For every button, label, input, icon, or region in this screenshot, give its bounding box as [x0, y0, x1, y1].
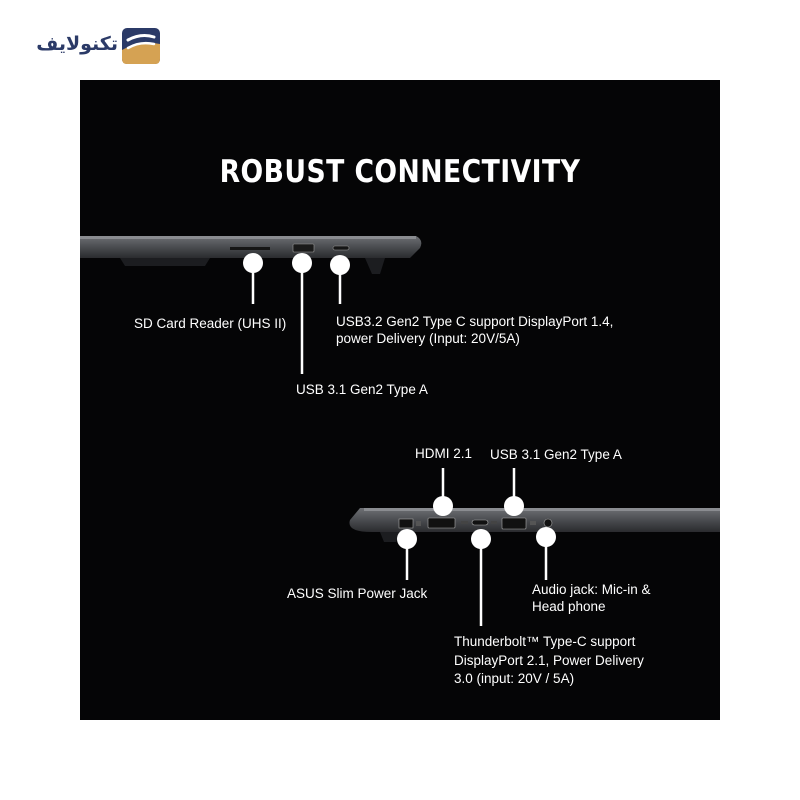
- label-power-jack: ASUS Slim Power Jack: [287, 586, 428, 601]
- label-thunderbolt-line1: Thunderbolt™ Type-C support: [454, 634, 636, 649]
- technolife-logo-mark-icon: [122, 28, 160, 64]
- label-sd-card-reader: SD Card Reader (UHS II): [134, 316, 287, 331]
- label-usb-c-left-line1: USB3.2 Gen2 Type C support DisplayPort 1…: [336, 314, 614, 329]
- usb-a-port-left-icon: [292, 243, 315, 253]
- sd-card-slot-icon: [230, 247, 270, 250]
- callout-dot-usb-a-left: [292, 253, 312, 273]
- callout-dot-hdmi: [433, 496, 453, 516]
- power-jack-icon: [398, 518, 414, 529]
- technolife-logo[interactable]: تکنولایف: [30, 26, 162, 68]
- callout-dot-power-jack: [397, 529, 417, 549]
- usb-c-port-left-icon: [332, 245, 350, 251]
- label-audio-jack-line2: Head phone: [532, 599, 606, 614]
- label-usb-c-left-line2: power Delivery (Input: 20V/5A): [336, 331, 520, 346]
- label-audio-jack: Audio jack: Mic-in & Head phone: [532, 581, 651, 615]
- callout-dot-audio-jack: [536, 527, 556, 547]
- label-thunderbolt-line3: 3.0 (input: 20V / 5A): [454, 671, 575, 686]
- laptop-illustration: [80, 236, 720, 626]
- label-usb-c-left: USB3.2 Gen2 Type C support DisplayPort 1…: [336, 313, 613, 347]
- label-thunderbolt-line2: DisplayPort 2.1, Power Delivery: [454, 652, 644, 668]
- connectivity-panel: ROBUST CONNECTIVITY SD Card Reader (UHS …: [80, 80, 720, 720]
- callout-dot-sd: [243, 253, 263, 273]
- label-audio-jack-line1: Audio jack: Mic-in &: [532, 582, 651, 597]
- callout-dot-usb-c-left: [330, 255, 350, 275]
- callout-dot-thunderbolt: [471, 529, 491, 549]
- callout-dot-usb-a-right: [504, 496, 524, 516]
- label-thunderbolt: Thunderbolt™ Type-C support DisplayPort …: [454, 633, 644, 689]
- thunderbolt-port-icon: [471, 519, 489, 526]
- audio-jack-icon: [543, 518, 553, 528]
- label-usb-a-right: USB 3.1 Gen2 Type A: [490, 447, 622, 462]
- laptop-left-side: [80, 236, 422, 274]
- left-callouts: [243, 253, 350, 374]
- right-callouts: [397, 468, 556, 626]
- usb-a-port-right-icon: [501, 517, 527, 530]
- label-usb-a-left: USB 3.1 Gen2 Type A: [296, 382, 428, 397]
- logo-text: تکنولایف: [36, 33, 118, 55]
- label-hdmi: HDMI 2.1: [415, 446, 473, 461]
- page-title: ROBUST CONNECTIVITY: [219, 154, 581, 190]
- hdmi-port-icon: [427, 517, 456, 529]
